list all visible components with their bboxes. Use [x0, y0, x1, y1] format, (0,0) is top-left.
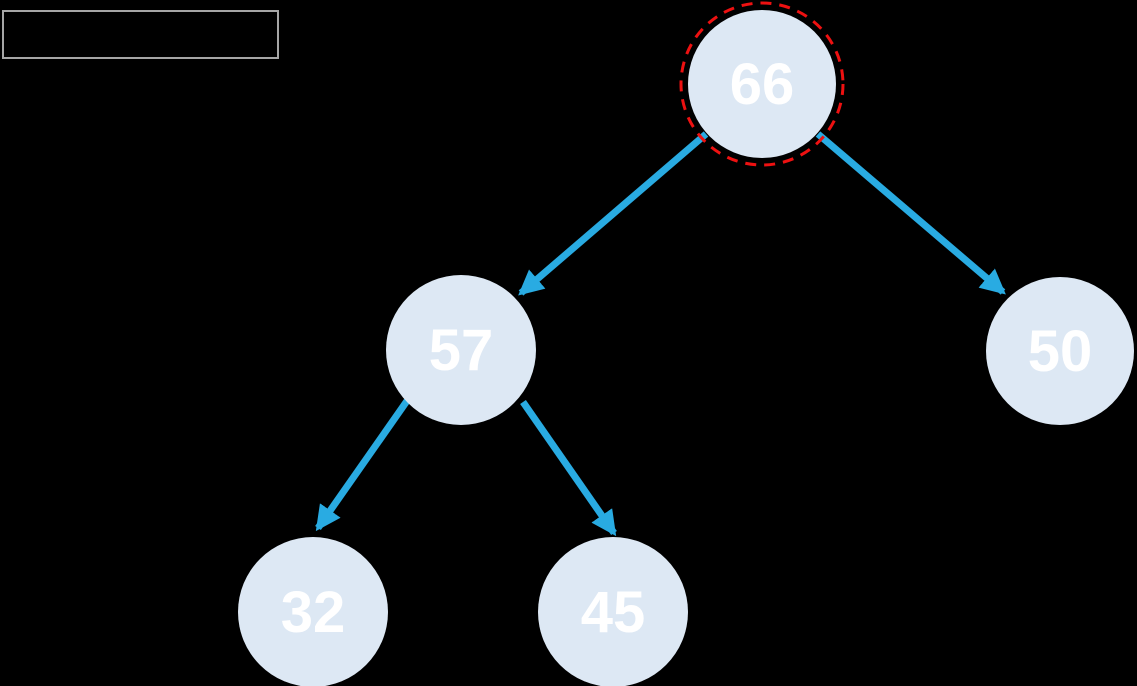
node-value-50: 50: [1028, 319, 1093, 384]
tree-node-50[interactable]: 50: [986, 277, 1134, 425]
tree-edges: [315, 131, 1006, 537]
node-value-32: 32: [281, 580, 346, 645]
edge-66-50: [815, 131, 1006, 295]
node-circle-57[interactable]: [386, 275, 536, 425]
edge-57-32: [315, 395, 412, 532]
title-box[interactable]: [2, 10, 279, 59]
node-value-45: 45: [581, 580, 646, 645]
edge-66-57: [518, 131, 709, 296]
tree-node-32[interactable]: 32: [238, 537, 388, 686]
node-value-66: 66: [730, 52, 795, 117]
tree-node-66[interactable]: 66: [688, 10, 836, 158]
node-circle-32[interactable]: [238, 537, 388, 686]
tree-node-45[interactable]: 45: [538, 537, 688, 686]
node-circle-45[interactable]: [538, 537, 688, 686]
node-value-57: 57: [429, 318, 494, 383]
tree-node-57[interactable]: 57: [386, 275, 536, 425]
node-circle-66[interactable]: [688, 10, 836, 158]
highlight-ring-root: [679, 1, 845, 167]
edge-57-45: [520, 400, 617, 537]
node-circle-50[interactable]: [986, 277, 1134, 425]
